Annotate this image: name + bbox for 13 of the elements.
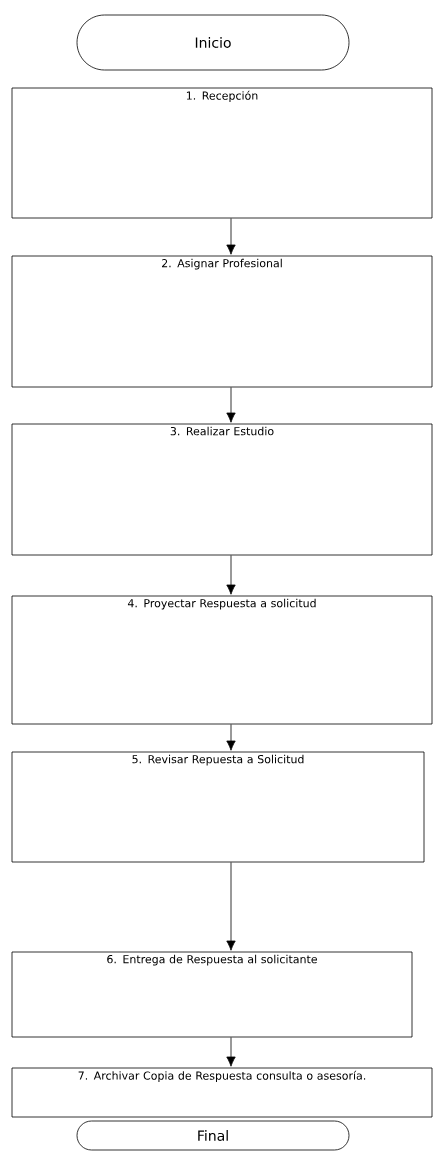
process-box: 4. Proyectar Respuesta a solicitud [11, 595, 433, 725]
process-box: 6. Entrega de Respuesta al solicitante [11, 951, 413, 1038]
process-box: 1. Recepción [11, 87, 433, 219]
arrow [226, 862, 236, 951]
arrow [226, 218, 236, 255]
process-box: 3. Realizar Estudio [11, 423, 433, 556]
arrow [226, 1037, 236, 1067]
process-box: 2. Asignar Profesional [11, 255, 433, 388]
process-box: 5. Revisar Repuesta a Solicitud [11, 751, 425, 863]
process-box: 7. Archivar Copia de Respuesta consulta o asesoría. [11, 1067, 433, 1118]
arrow [226, 555, 236, 595]
arrow [226, 387, 236, 423]
arrow [226, 724, 236, 751]
